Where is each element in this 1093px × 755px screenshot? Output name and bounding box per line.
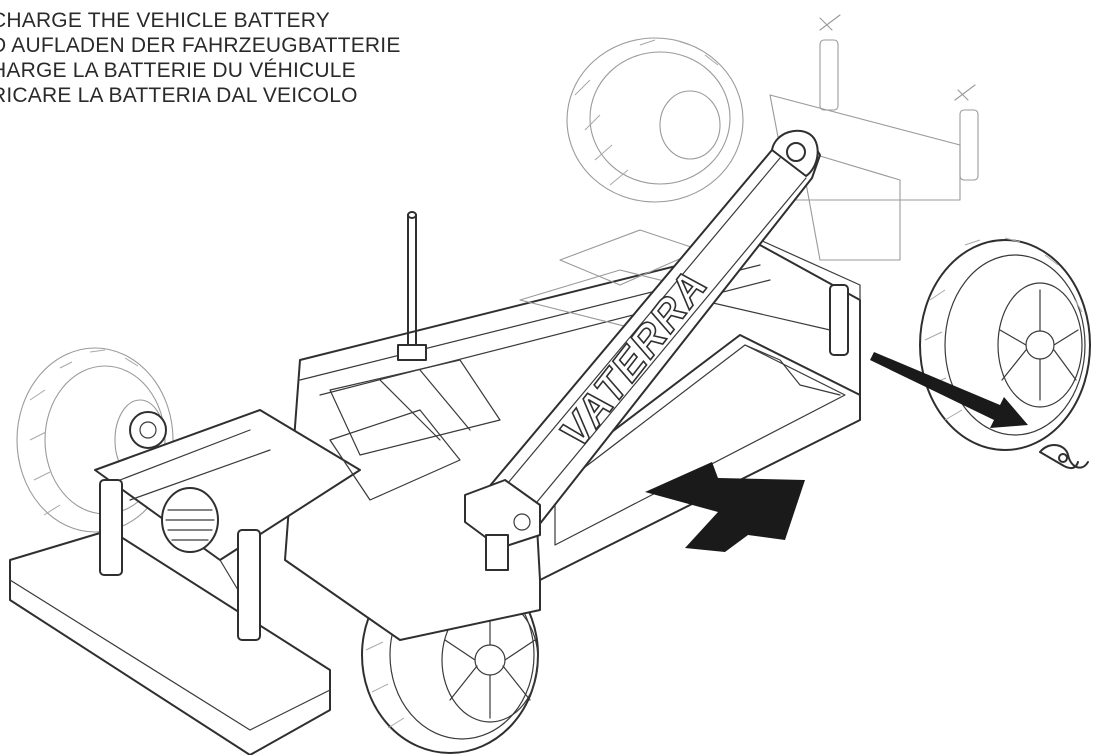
clip-remove-arrow (870, 352, 1028, 428)
instruction-line-it: RICARE LA BATTERIA DAL VEICOLO (0, 84, 358, 107)
battery-tray (534, 334, 861, 581)
instruction-line-fr: HARGE LA BATTERIE DU VÉHICULE (0, 59, 356, 82)
body-clip (1039, 444, 1089, 470)
rear-suspension (699, 14, 979, 356)
instruction-line-de: D AUFLADEN DER FAHRZEUGBATTERIE (0, 34, 401, 57)
instruction-text: CHARGE THE VEHICLE BATTERY D AUFLADEN DE… (0, 8, 401, 108)
wheel-front-right (361, 556, 539, 754)
instruction-line-en: CHARGE THE VEHICLE BATTERY (0, 9, 330, 32)
front-suspension (94, 409, 461, 641)
battery-remove-arrow (645, 462, 805, 552)
antenna (397, 211, 427, 361)
wheel-rear-left (566, 37, 744, 203)
front-bumper (9, 529, 331, 755)
